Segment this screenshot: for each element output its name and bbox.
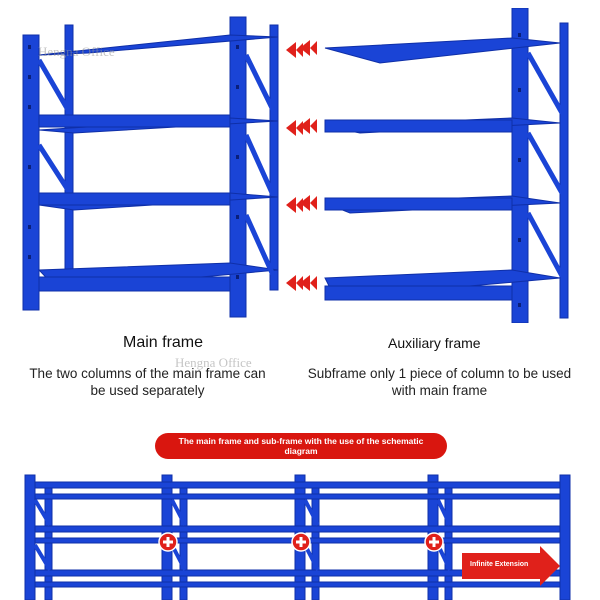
aux-frame-title: Auxiliary frame: [388, 335, 481, 351]
main-frame-title: Main frame: [123, 334, 204, 351]
watermark-top: Hengna Office: [38, 44, 115, 59]
watermark-middle: Hengna Office: [175, 355, 252, 370]
main-frame-description: The two columns of the main frame can be…: [10, 365, 285, 399]
main-frame-description-line1: The two columns of the main frame can: [29, 366, 266, 381]
infinite-extension-label: Infinite Extension: [470, 561, 529, 568]
banner-line2: diagram: [284, 446, 318, 456]
extended-racking-illustration: [24, 474, 571, 600]
banner-line1: The main frame and sub-frame with the us…: [178, 436, 424, 446]
aux-frame-description-line1: Subframe only 1 piece of column to be us…: [307, 366, 572, 381]
auxiliary-frame-shelf-illustration: [300, 8, 569, 323]
aux-frame-description: Subframe only 1 piece of column to be us…: [297, 365, 582, 399]
schematic-banner: The main frame and sub-frame with the us…: [155, 433, 447, 459]
aux-frame-description-line2: with main frame: [391, 383, 488, 398]
main-frame-shelf-illustration: [22, 16, 303, 318]
main-frame-description-line2: be used separately: [90, 383, 205, 398]
